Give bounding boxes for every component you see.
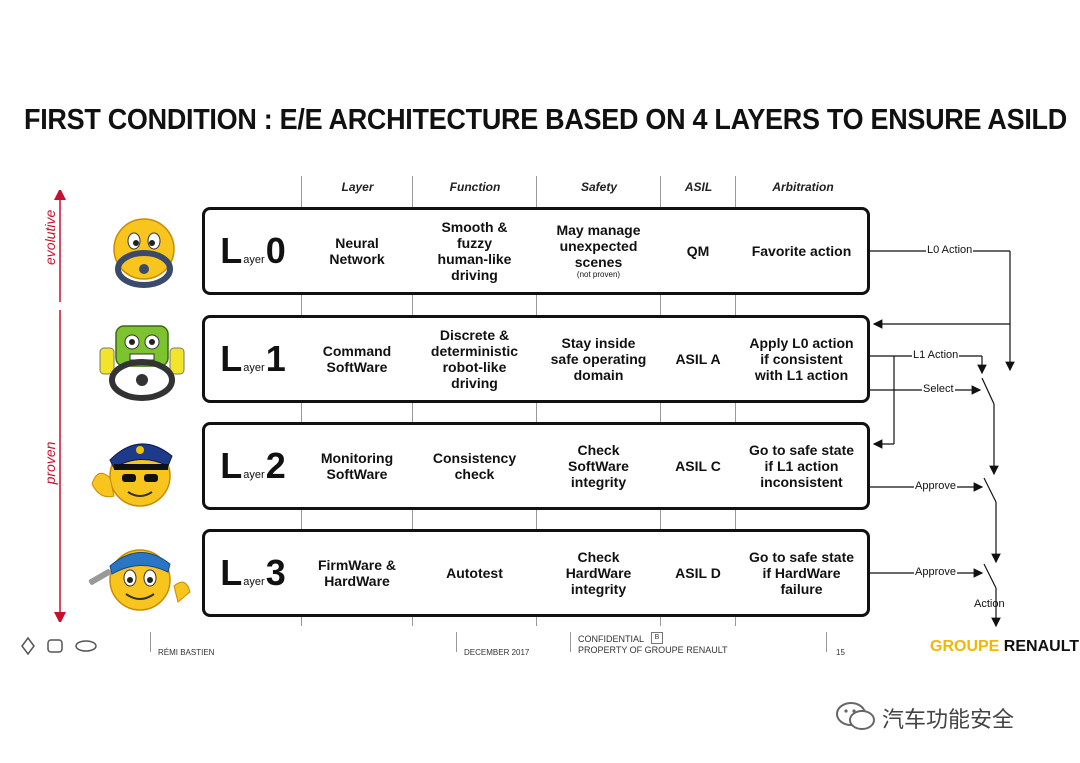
footer-conf-box: B [651,632,663,644]
header-arbitration: Arbitration [772,180,834,194]
cell-safety-0: May manage unexpected scenes (not proven… [537,210,660,292]
header-function: Function [449,180,501,194]
cell-arbitration-0: Favorite action [751,243,852,259]
l1-action-label: L1 Action [912,349,960,361]
watermark-text: 汽车功能安全 [882,708,1015,733]
cell-layer-0: Neural Network [329,235,385,267]
layer-number: 1 [265,338,286,379]
cell-function-3: Autotest [446,565,503,581]
layer-row-0 [202,207,870,295]
l0-action-label: L0 Action [926,244,974,256]
footer-date: DECEMBER 2017 [464,648,530,657]
footer-property: PROPERTY OF GROUPE RENAULT [578,645,728,655]
driver-emoji-icon [113,218,175,288]
layer-sub: ayer [243,576,265,588]
brand-logos-icon [21,636,97,656]
layer-number: 2 [265,445,286,486]
header-asil: ASIL [684,180,713,194]
layer-number: 0 [265,230,286,271]
layer-sub: ayer [243,469,265,481]
footer-author: RÉMI BASTIEN [158,648,215,657]
cell-safety-0-note: (not proven) [576,270,621,279]
footer-page: 15 [836,648,845,657]
layer-row-1 [202,315,870,403]
layer-sub: ayer [243,362,265,374]
cell-function-1: Discrete & deterministic robot-like driv… [430,327,519,391]
cell-asil-1: ASIL A [675,351,721,367]
cell-layer-3: FirmWare & HardWare [317,557,397,589]
cell-safety-0-text: May manage unexpected scenes [556,222,641,270]
evolutive-label: evolutive [42,209,58,265]
layer-letter: L [220,338,243,379]
select-label: Select [922,383,955,395]
brand-renault: RENAULT [1003,638,1080,655]
layer-row-2 [202,422,870,510]
footer-divider [570,632,571,652]
footer-divider [826,632,827,652]
robot-emoji-icon [99,325,185,401]
cell-function-2: Consistency check [432,450,517,482]
cell-asil-0: QM [686,243,710,259]
cell-arbitration-3: Go to safe state if HardWare failure [748,549,855,597]
approve-label-2: Approve [914,566,957,578]
layer-letter: L [220,445,243,486]
wechat-icon [836,702,875,730]
layer-number: 3 [265,552,286,593]
cell-arbitration-2: Go to safe state if L1 action inconsiste… [748,442,855,490]
cell-arbitration-1: Apply L0 action if consistent with L1 ac… [749,335,854,383]
cell-layer-2: Monitoring SoftWare [320,450,394,482]
layer-letter: L [220,552,243,593]
footer-brand: GROUPE RENAULT [930,638,1079,656]
page-title: FIRST CONDITION : E/E ARCHITECTURE BASED… [24,104,1067,136]
side-arrows [54,190,66,622]
layer-row-3 [202,529,870,617]
brand-groupe: GROUPE [930,638,1000,655]
footer-divider [150,632,151,652]
action-label: Action [974,598,1005,610]
cell-asil-3: ASIL D [675,565,721,581]
layer-letter: L [220,230,243,271]
approve-label-1: Approve [914,480,957,492]
police-emoji-icon [91,443,173,507]
header-layer: Layer [341,180,374,194]
footer-confidential: CONFIDENTIAL [578,634,645,644]
mechanic-emoji-icon [88,549,191,611]
cell-safety-1: Stay inside safe operating domain [550,335,647,383]
cell-safety-2: Check SoftWare integrity [568,442,629,490]
footer-divider [456,632,457,652]
layer-sub: ayer [243,254,265,266]
cell-layer-1: Command SoftWare [322,343,392,375]
cell-asil-2: ASIL C [675,458,721,474]
cell-safety-3: Check HardWare integrity [565,549,632,597]
cell-function-0: Smooth & fuzzy human-like driving [437,219,512,283]
proven-label: proven [42,441,58,485]
header-safety: Safety [580,180,618,194]
